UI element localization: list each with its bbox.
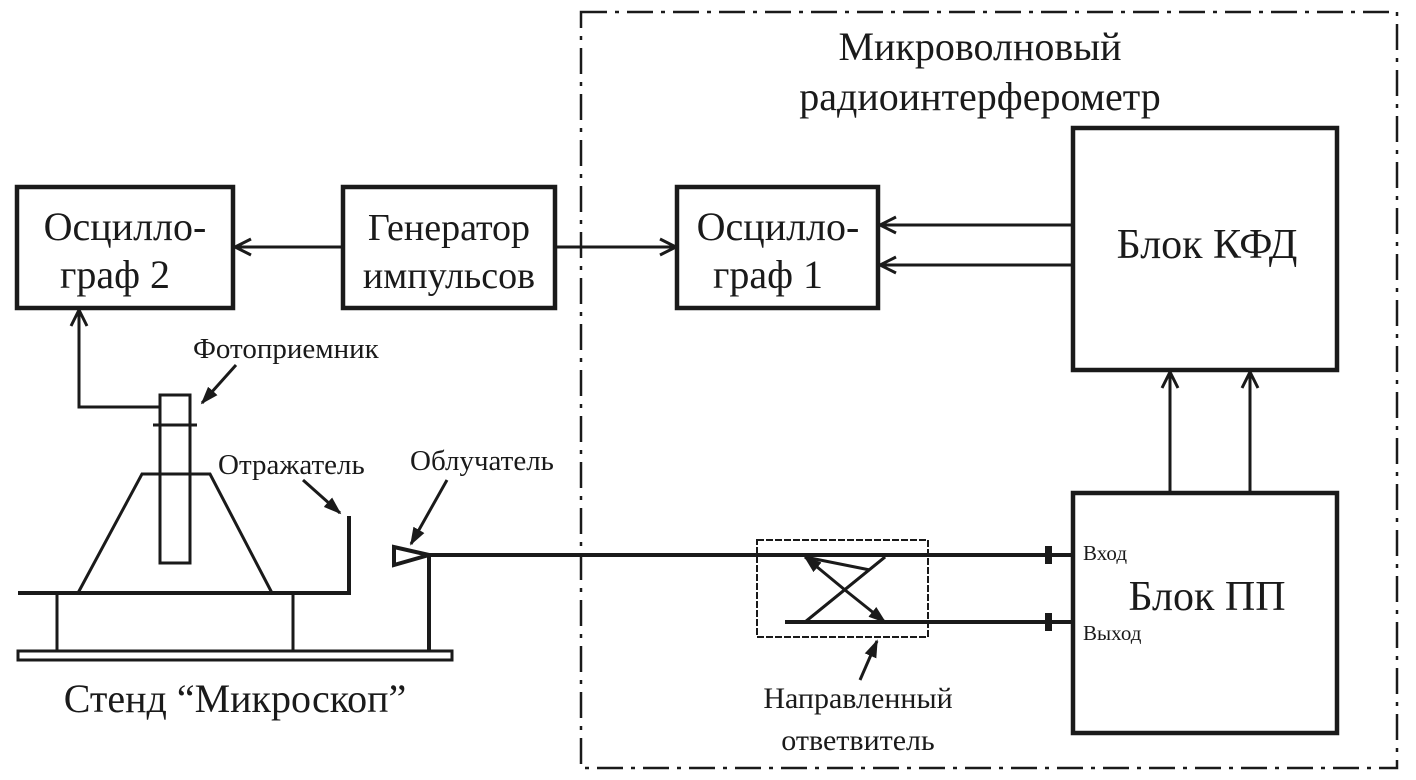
coupler-arrow-up	[803, 555, 846, 592]
photodetector-pointer	[200, 363, 238, 405]
generator-label-2: импульсов	[363, 255, 535, 297]
osc2-label-1: Осцилло-	[44, 204, 207, 249]
port-input-label: Вход	[1083, 541, 1127, 565]
coupler-label-2: ответвитель	[781, 724, 934, 757]
pp-block: Блок ПП Вход Выход	[1070, 490, 1340, 736]
kfd-block: Блок КФД	[1070, 125, 1340, 373]
coupler-pointer-arrow	[858, 639, 879, 681]
osc2-label-2: граф 2	[60, 252, 170, 297]
osc1-label-2: граф 1	[713, 252, 823, 297]
connector-output	[1045, 613, 1052, 631]
photodetector-label: Фотоприемник	[193, 333, 380, 365]
port-output-label: Выход	[1083, 621, 1142, 645]
reflector-label: Отражатель	[218, 449, 365, 481]
microscope-stand	[16, 393, 454, 662]
oscilloscope1-block: Осцилло- граф 1	[674, 184, 881, 311]
stand-label: Стенд “Микроскоп”	[64, 676, 407, 721]
generator-block: Генератор импульсов	[340, 184, 558, 311]
radiointerferometer-frame	[579, 10, 1399, 770]
oscilloscope2-block: Осцилло- граф 2	[14, 184, 236, 311]
feed-pointer	[409, 479, 449, 546]
feed-horn	[392, 544, 431, 651]
reflector-pointer	[302, 478, 342, 515]
pp-label: Блок ПП	[1128, 574, 1285, 620]
kfd-label: Блок КФД	[1117, 222, 1298, 268]
frame-title-line1: Микроволновый	[838, 24, 1121, 69]
feed-label: Облучатель	[410, 445, 554, 477]
coupler-arrow-down	[844, 588, 887, 624]
connector-input	[1045, 546, 1052, 564]
coupler-box	[756, 539, 929, 638]
osc1-label-1: Осцилло-	[697, 204, 860, 249]
arrow-photodetector-to-osc2	[79, 310, 160, 409]
frame-title-line2: радиоинтерферометр	[799, 74, 1161, 119]
coupler-label-1: Направленный	[763, 682, 952, 715]
generator-label-1: Генератор	[368, 207, 530, 249]
